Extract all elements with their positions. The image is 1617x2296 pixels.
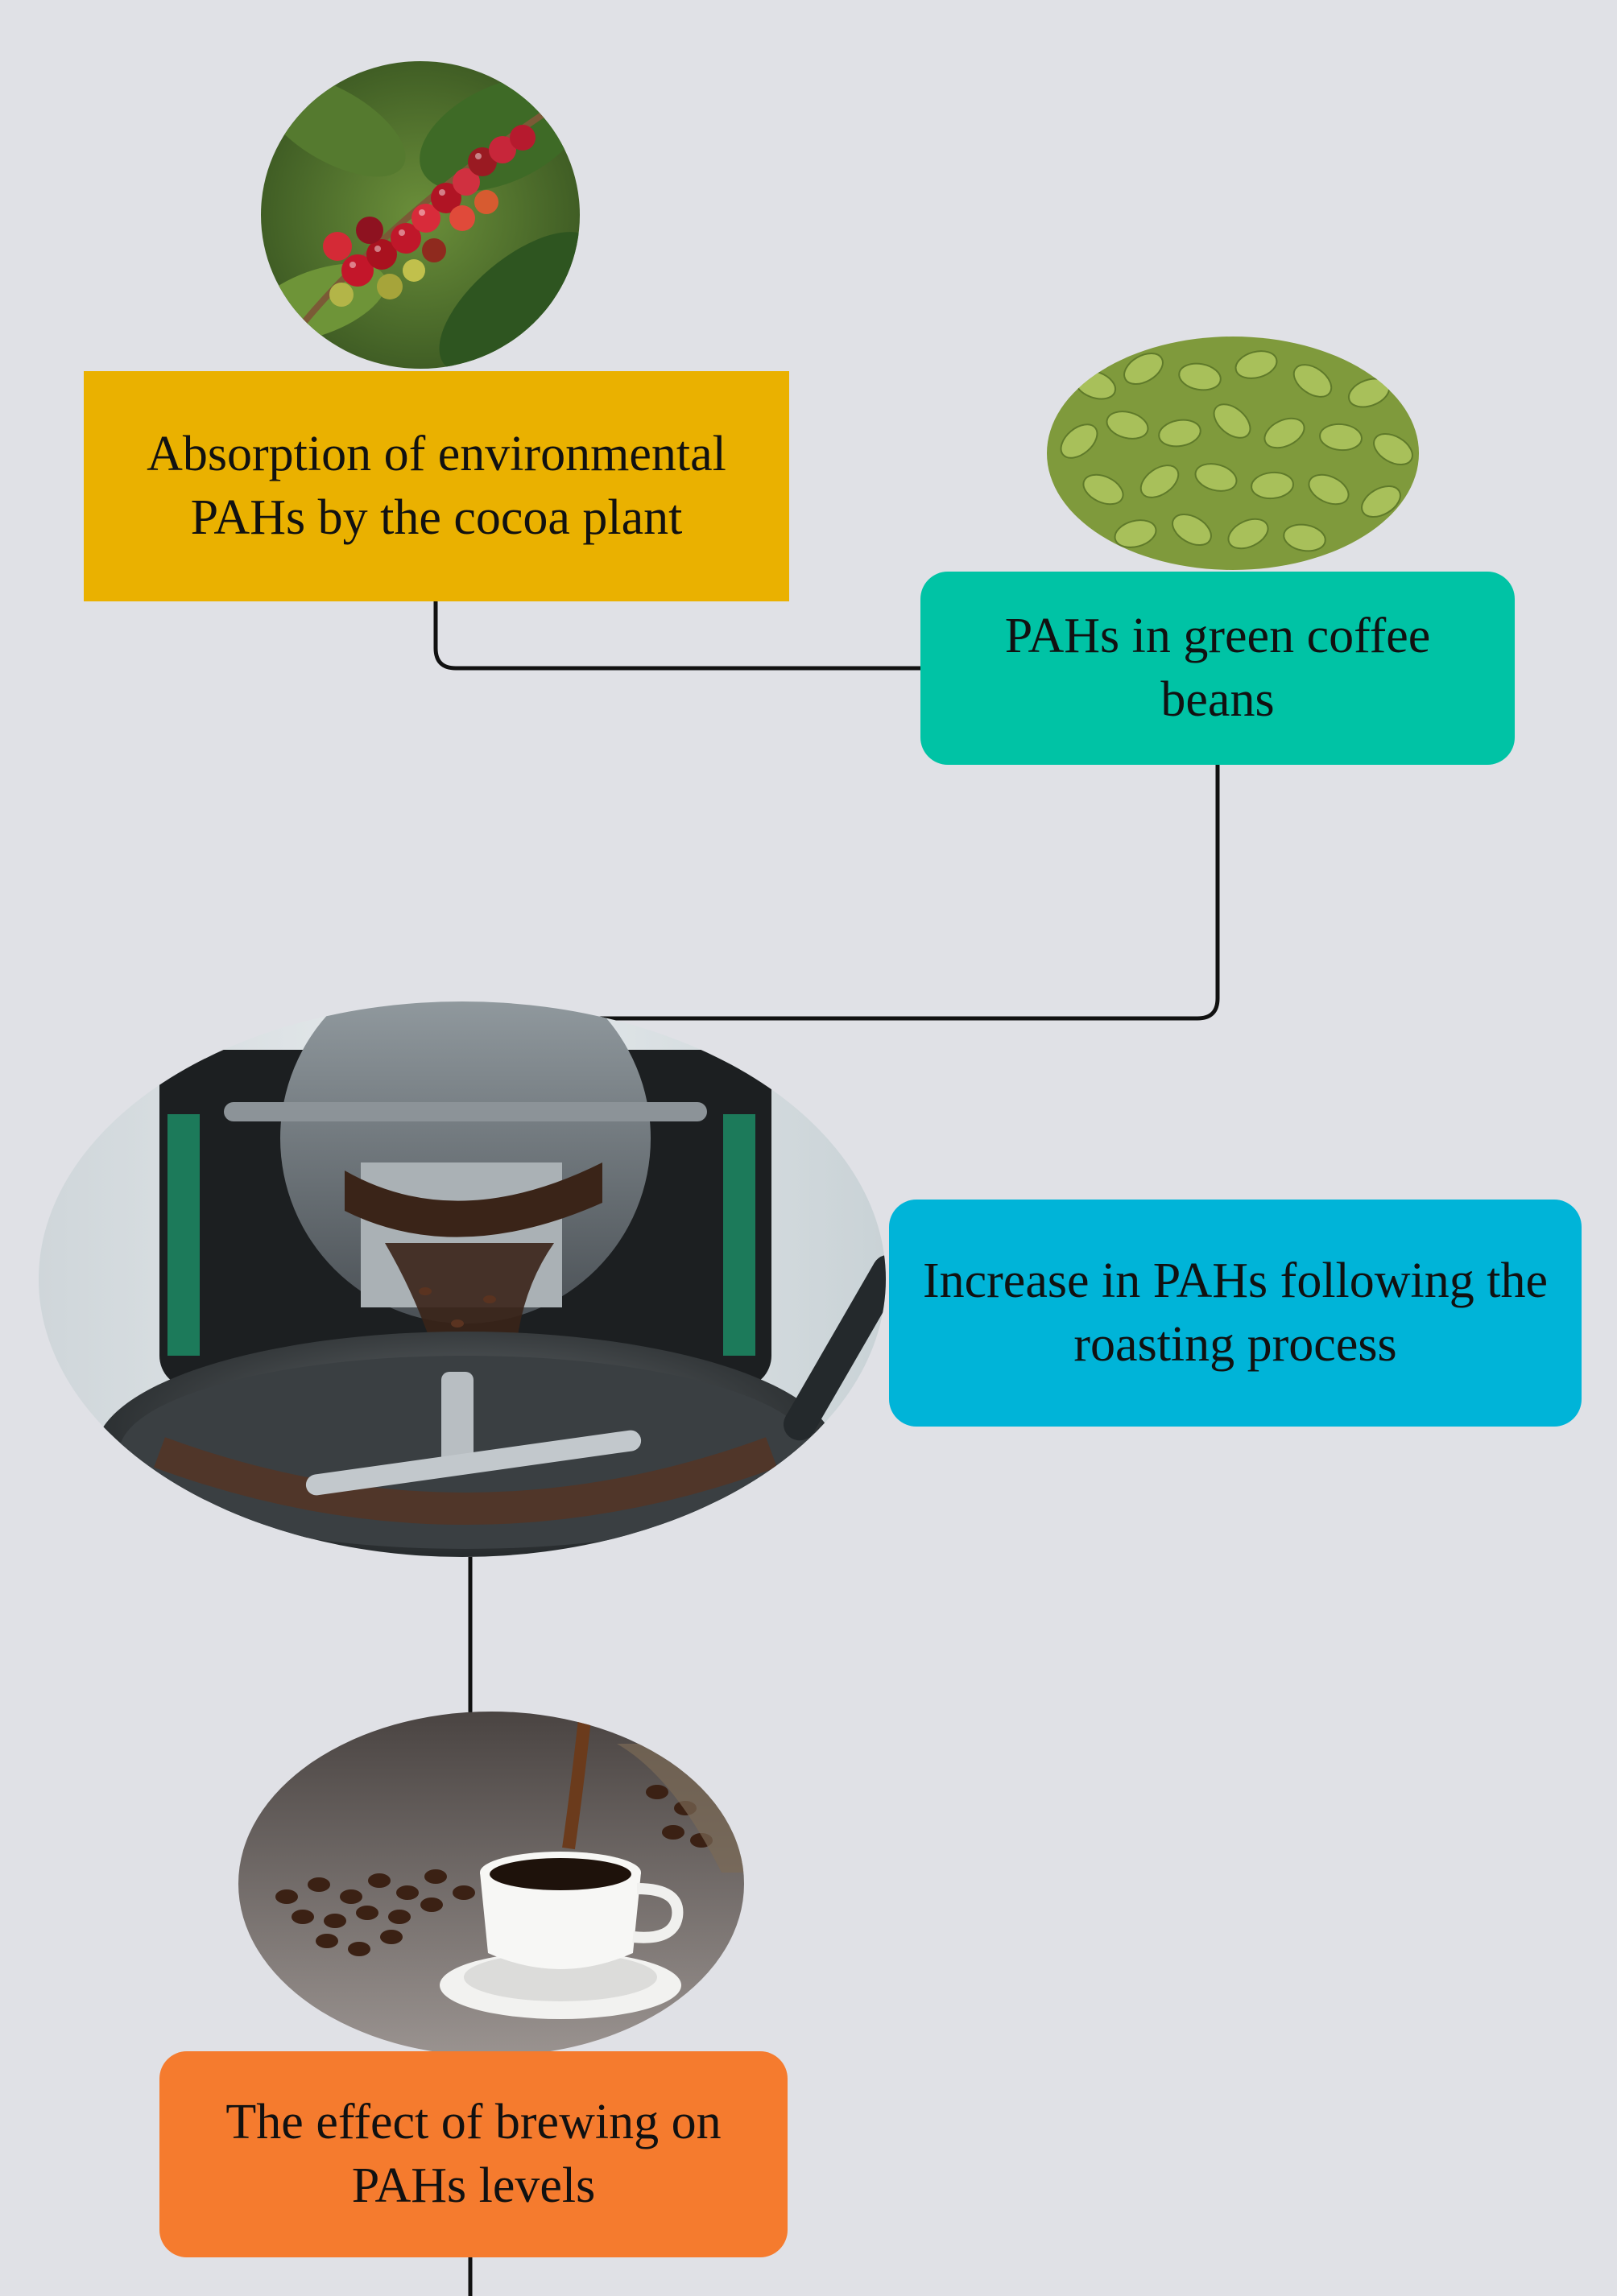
- green-coffee-beans-image: [1047, 337, 1419, 570]
- step-label-brewing: The effect of brewing on PAHs levels: [225, 2095, 722, 2213]
- coffee-roaster-image: [39, 1001, 886, 1557]
- connector-step2-to-step3: [593, 762, 1220, 1021]
- step-label-absorption: Absorption of environmental PAHs by the …: [147, 427, 726, 545]
- step-label-green-beans: PAHs in green coffee beans: [1004, 609, 1431, 727]
- step-box-roasting: Increase in PAHs following the roasting …: [889, 1200, 1582, 1427]
- connector-step1-to-step2: [433, 599, 923, 671]
- coffee-cherries-image: [261, 61, 580, 369]
- step-box-absorption: Absorption of environmental PAHs by the …: [84, 371, 789, 601]
- step-box-brewing: The effect of brewing on PAHs levels: [159, 2051, 788, 2257]
- step-box-green-beans: PAHs in green coffee beans: [920, 572, 1515, 765]
- step-label-roasting: Increase in PAHs following the roasting …: [922, 1253, 1549, 1372]
- coffee-cup-image: [238, 1712, 744, 2056]
